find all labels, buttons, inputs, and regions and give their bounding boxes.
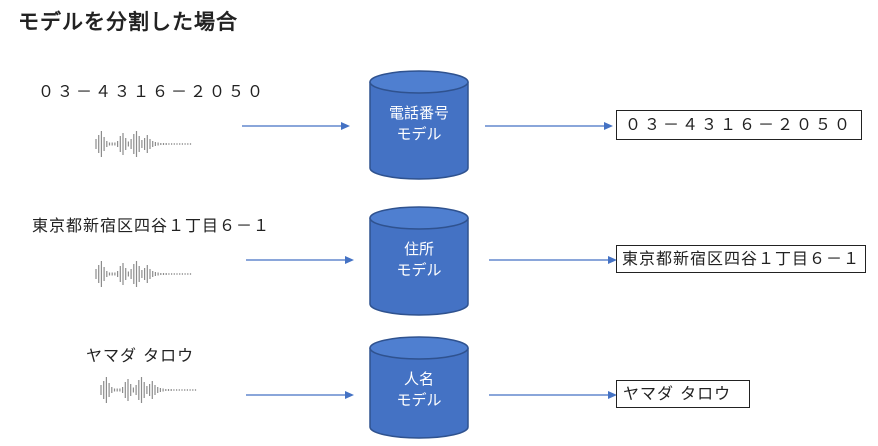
model-name-label: 電話番号 — [388, 104, 449, 122]
address-model-cylinder: 住所 モデル — [369, 206, 469, 316]
waveform-icon — [100, 377, 197, 403]
model-suffix-label: モデル — [396, 261, 442, 279]
arrow-input-to-model — [242, 122, 350, 130]
input-text-phone: ０３－４３１６－２０５０ — [38, 82, 267, 101]
arrow-model-to-output — [489, 256, 617, 264]
waveform-icon — [95, 131, 192, 157]
model-name-label: 住所 — [403, 240, 434, 258]
output-box-phone: ０３－４３１６－２０５０ — [616, 110, 863, 140]
arrow-input-to-model — [246, 256, 354, 264]
cylinder-shape — [369, 70, 469, 180]
model-suffix-label: モデル — [396, 391, 442, 409]
model-suffix-label: モデル — [396, 125, 442, 143]
diagram-title: モデルを分割した場合 — [18, 10, 238, 34]
name-model-cylinder: 人名 モデル — [369, 336, 469, 446]
output-box-address: 東京都新宿区四谷１丁目６－１ — [616, 245, 867, 273]
arrow-model-to-output — [489, 391, 617, 399]
phone-model-cylinder: 電話番号 モデル — [369, 70, 469, 180]
input-text-name: ヤマダ タロウ — [86, 346, 195, 365]
cylinder-shape — [369, 336, 469, 439]
output-box-name: ヤマダ タロウ — [616, 380, 750, 408]
arrow-model-to-output — [485, 122, 613, 130]
model-name-label: 人名 — [403, 370, 434, 388]
arrow-input-to-model — [246, 391, 354, 399]
waveform-icon — [95, 261, 192, 287]
input-text-address: 東京都新宿区四谷１丁目６－１ — [32, 216, 271, 235]
cylinder-shape — [369, 206, 469, 316]
